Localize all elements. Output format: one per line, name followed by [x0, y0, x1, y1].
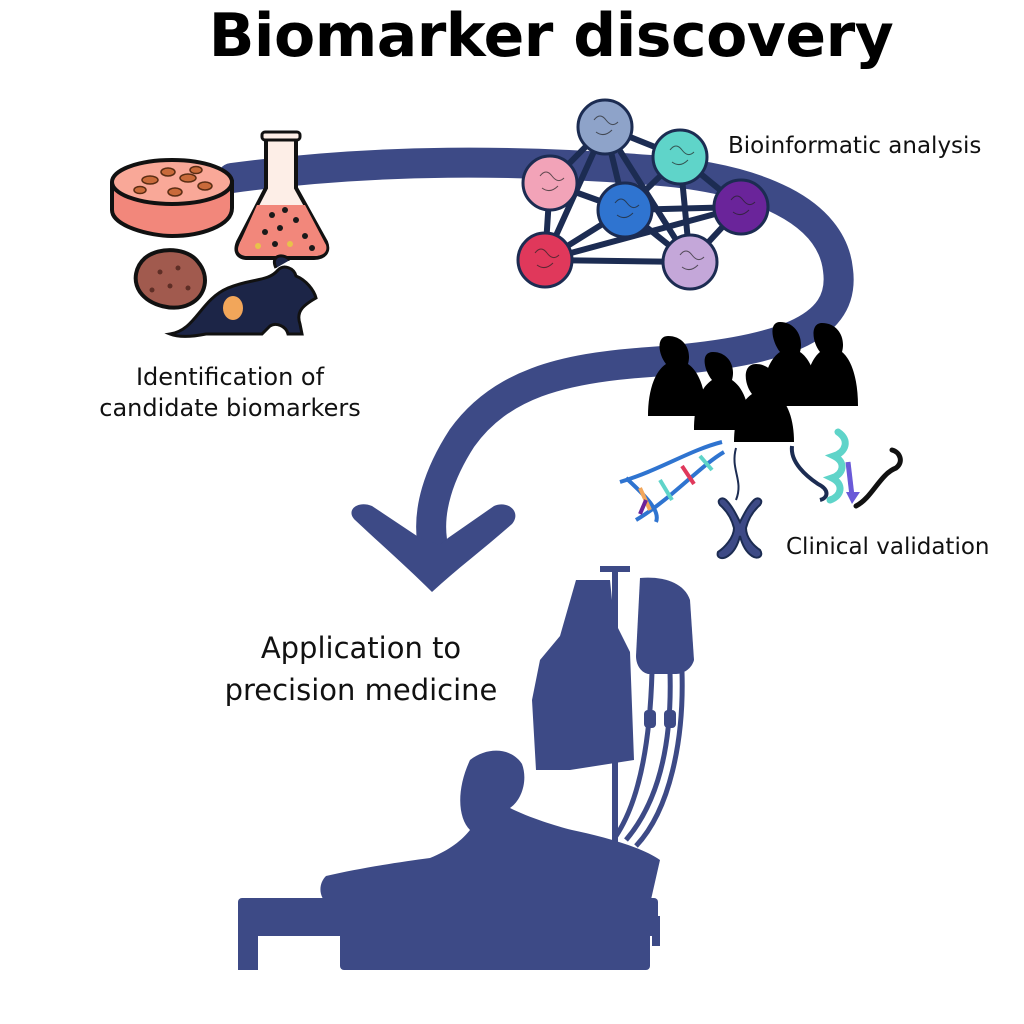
iv-bag-icon — [532, 566, 694, 876]
label-application-line-1: Application to — [260, 631, 462, 665]
flow-arrow — [217, 147, 854, 592]
patient-icon — [238, 750, 660, 970]
dna-icon — [619, 440, 726, 523]
chromosome-icon — [716, 447, 763, 560]
label-identification-line-1: Identification of — [135, 363, 325, 391]
label-clinical-validation: Clinical validation — [786, 534, 990, 560]
petri-dish-icon — [110, 158, 234, 239]
label-identification: Identification of candidate biomarkers — [80, 362, 380, 423]
label-bioinformatic-analysis: Bioinformatic analysis — [728, 133, 982, 159]
flask-icon — [234, 130, 330, 260]
diagram-title: Biomarker discovery — [208, 1, 894, 71]
network-icon — [516, 98, 770, 291]
label-identification-line-2: candidate biomarkers — [99, 393, 361, 422]
label-application-line-2: precision medicine — [224, 673, 498, 708]
label-application: Application to precision medicine — [206, 627, 516, 711]
people-icon — [648, 322, 858, 442]
protein-icon — [789, 428, 903, 509]
mouse-icon — [164, 254, 318, 338]
tissue-icon — [133, 248, 207, 310]
